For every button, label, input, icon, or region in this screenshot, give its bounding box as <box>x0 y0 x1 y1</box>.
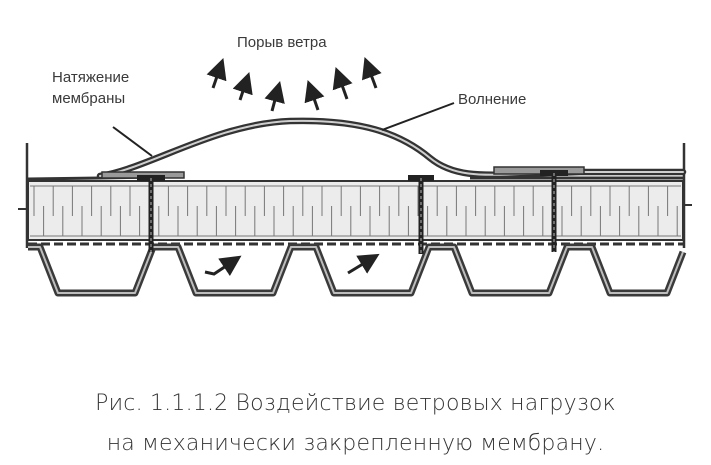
insulation-layer <box>27 180 684 241</box>
fastener-left <box>137 175 165 252</box>
air-flow-arrows <box>204 253 380 277</box>
gust-arrow <box>332 67 353 100</box>
wind-gust-arrows <box>206 57 382 112</box>
insulation-pattern-lines <box>30 185 681 237</box>
gust-arrow <box>232 72 253 101</box>
fastener-right <box>540 170 568 252</box>
membrane-billow <box>96 117 687 180</box>
label-waving: Волнение <box>458 91 526 108</box>
figure-caption: Рис. 1.1.1.2 Воздействие ветровых нагруз… <box>0 384 711 464</box>
gust-arrow <box>361 57 382 89</box>
label-membrane-tension-2: мембраны <box>52 90 125 107</box>
fastener-middle <box>408 175 434 254</box>
gust-arrow <box>206 58 227 89</box>
leader-membrane-tension <box>112 126 153 157</box>
label-wind-gust: Порыв ветра <box>237 34 327 51</box>
gust-arrow <box>264 80 285 112</box>
air-arrow-middle <box>347 253 380 275</box>
leader-waving <box>381 102 455 131</box>
caption-line-1: Рис. 1.1.1.2 Воздействие ветровых нагруз… <box>95 391 616 416</box>
caption-line-2: на механически закрепленную мембрану. <box>106 431 605 456</box>
seam-right <box>493 166 585 175</box>
wind-load-diagram: Порыв ветра Натяжение мембраны Волнение <box>18 34 692 297</box>
membrane-billow-inner <box>99 119 684 177</box>
profiled-deck-inner <box>28 246 684 294</box>
air-arrow-left <box>204 255 242 277</box>
label-membrane-tension-1: Натяжение <box>52 69 129 86</box>
gust-arrow <box>304 80 325 111</box>
